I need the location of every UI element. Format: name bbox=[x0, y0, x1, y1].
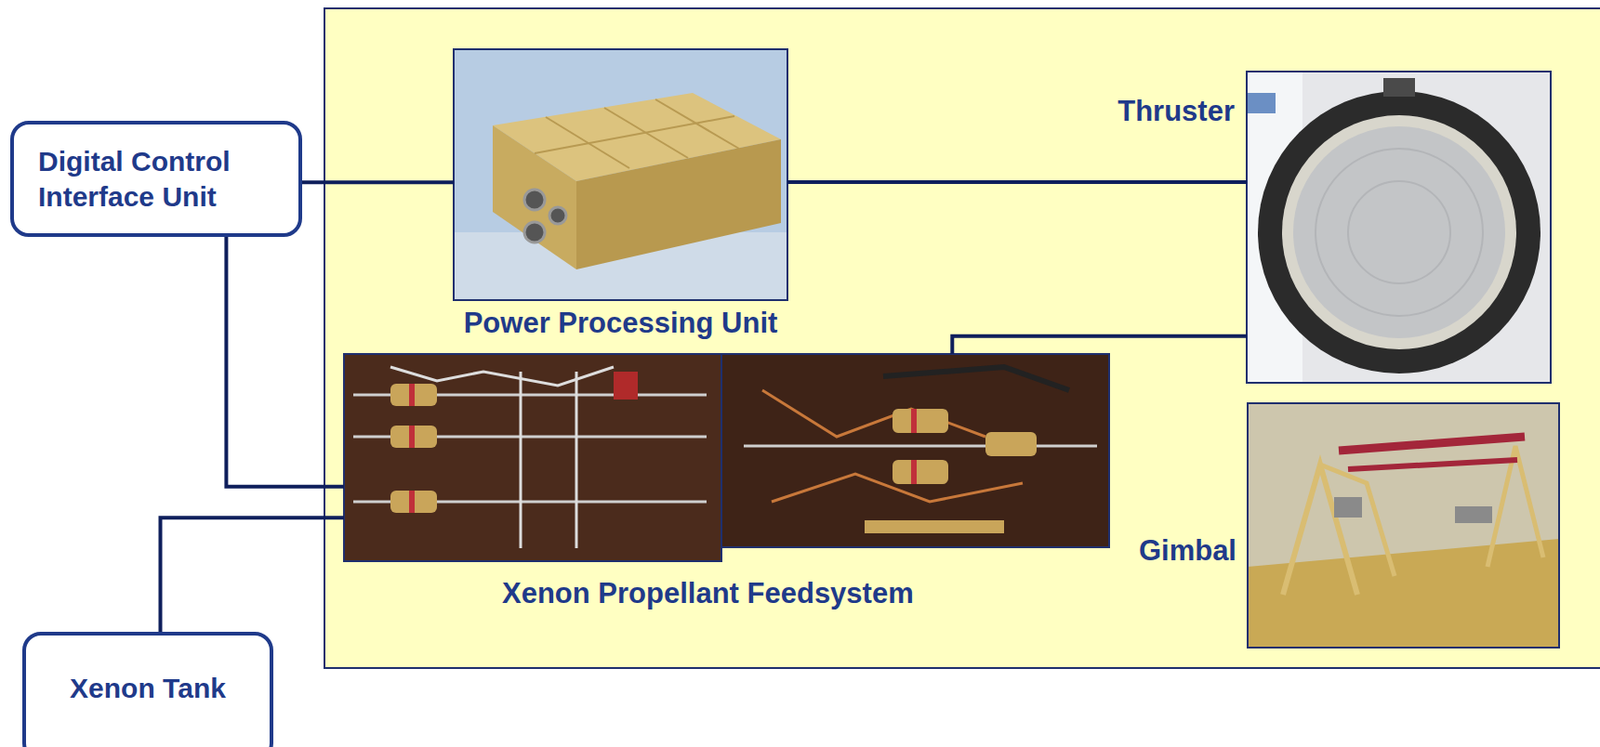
bracket bbox=[864, 520, 1005, 534]
thruster-ring bbox=[1257, 91, 1541, 374]
tube bbox=[575, 371, 579, 549]
control-unit-box: Digital Control Interface Unit bbox=[10, 120, 303, 238]
valve bbox=[892, 409, 949, 434]
xenon-tank-box: Xenon Tank bbox=[22, 632, 274, 747]
tube bbox=[519, 371, 523, 549]
connector-line bbox=[160, 517, 345, 633]
ion-optics-grid bbox=[1293, 126, 1506, 339]
valve bbox=[892, 460, 949, 485]
band bbox=[409, 383, 415, 407]
photo-ground bbox=[1247, 403, 1560, 648]
photo-frame bbox=[721, 354, 1110, 548]
actuator bbox=[1454, 506, 1493, 524]
wire bbox=[390, 367, 614, 386]
photo-ground bbox=[453, 49, 788, 301]
gimbal-strut bbox=[1282, 464, 1358, 596]
valve bbox=[985, 432, 1037, 457]
gimbal-strut bbox=[1487, 446, 1544, 568]
gimbal-photo bbox=[1247, 403, 1560, 648]
thruster-photo bbox=[1245, 71, 1551, 384]
feedsystem-photos bbox=[343, 354, 1110, 562]
photo-frame bbox=[453, 49, 788, 301]
valve bbox=[390, 383, 437, 407]
connector-line bbox=[302, 180, 454, 185]
wire bbox=[762, 390, 986, 437]
connector-line bbox=[225, 237, 344, 488]
connector bbox=[549, 207, 567, 225]
actuator bbox=[1334, 497, 1362, 518]
connector bbox=[524, 189, 545, 211]
part-label: Xenon Propellant Feedsystem bbox=[502, 576, 914, 611]
gimbal-arm bbox=[1348, 460, 1518, 470]
box-label: Xenon Tank bbox=[39, 671, 257, 707]
photo-frame bbox=[1247, 403, 1560, 648]
cable bbox=[883, 367, 1070, 391]
photo-ground bbox=[1246, 71, 1551, 384]
valve bbox=[390, 490, 437, 514]
valve bbox=[390, 425, 437, 449]
glove bbox=[1245, 92, 1276, 114]
connector bbox=[524, 222, 545, 243]
photo-frame bbox=[1246, 71, 1551, 384]
photo-frame bbox=[343, 354, 722, 562]
band bbox=[409, 490, 415, 514]
part-label: Thruster bbox=[1117, 93, 1235, 129]
connector-line bbox=[952, 336, 1247, 355]
photo-ground bbox=[721, 354, 1110, 548]
band bbox=[409, 425, 415, 449]
box-side bbox=[576, 139, 781, 270]
part-label: Power Processing Unit bbox=[463, 305, 779, 341]
thruster-ring-inner bbox=[1282, 115, 1517, 350]
system-panel bbox=[324, 8, 1600, 669]
gimbal-strut bbox=[1320, 464, 1395, 577]
grid-pattern bbox=[1315, 148, 1483, 317]
panel-seam bbox=[534, 116, 735, 154]
box-label: Digital Control Interface Unit bbox=[38, 144, 286, 214]
thruster-node: Thruster bbox=[1246, 71, 1551, 384]
photo-ground bbox=[343, 354, 722, 562]
ppu-node: Power Processing Unit bbox=[453, 49, 788, 301]
tube bbox=[743, 445, 1098, 449]
connector bbox=[613, 371, 638, 400]
connector-line bbox=[787, 180, 1247, 185]
panel-seam bbox=[655, 99, 740, 149]
gimbal-node: Gimbal bbox=[1247, 403, 1560, 648]
part-label: Gimbal bbox=[1138, 533, 1237, 569]
neutralizer bbox=[1383, 78, 1415, 97]
gimbal-arm bbox=[1338, 436, 1525, 451]
feedsystem-node: Xenon Propellant Feedsystem bbox=[343, 354, 1110, 562]
grid-pattern bbox=[1348, 181, 1451, 284]
ppu-photo bbox=[453, 49, 788, 301]
band bbox=[911, 409, 917, 434]
band bbox=[911, 460, 917, 485]
